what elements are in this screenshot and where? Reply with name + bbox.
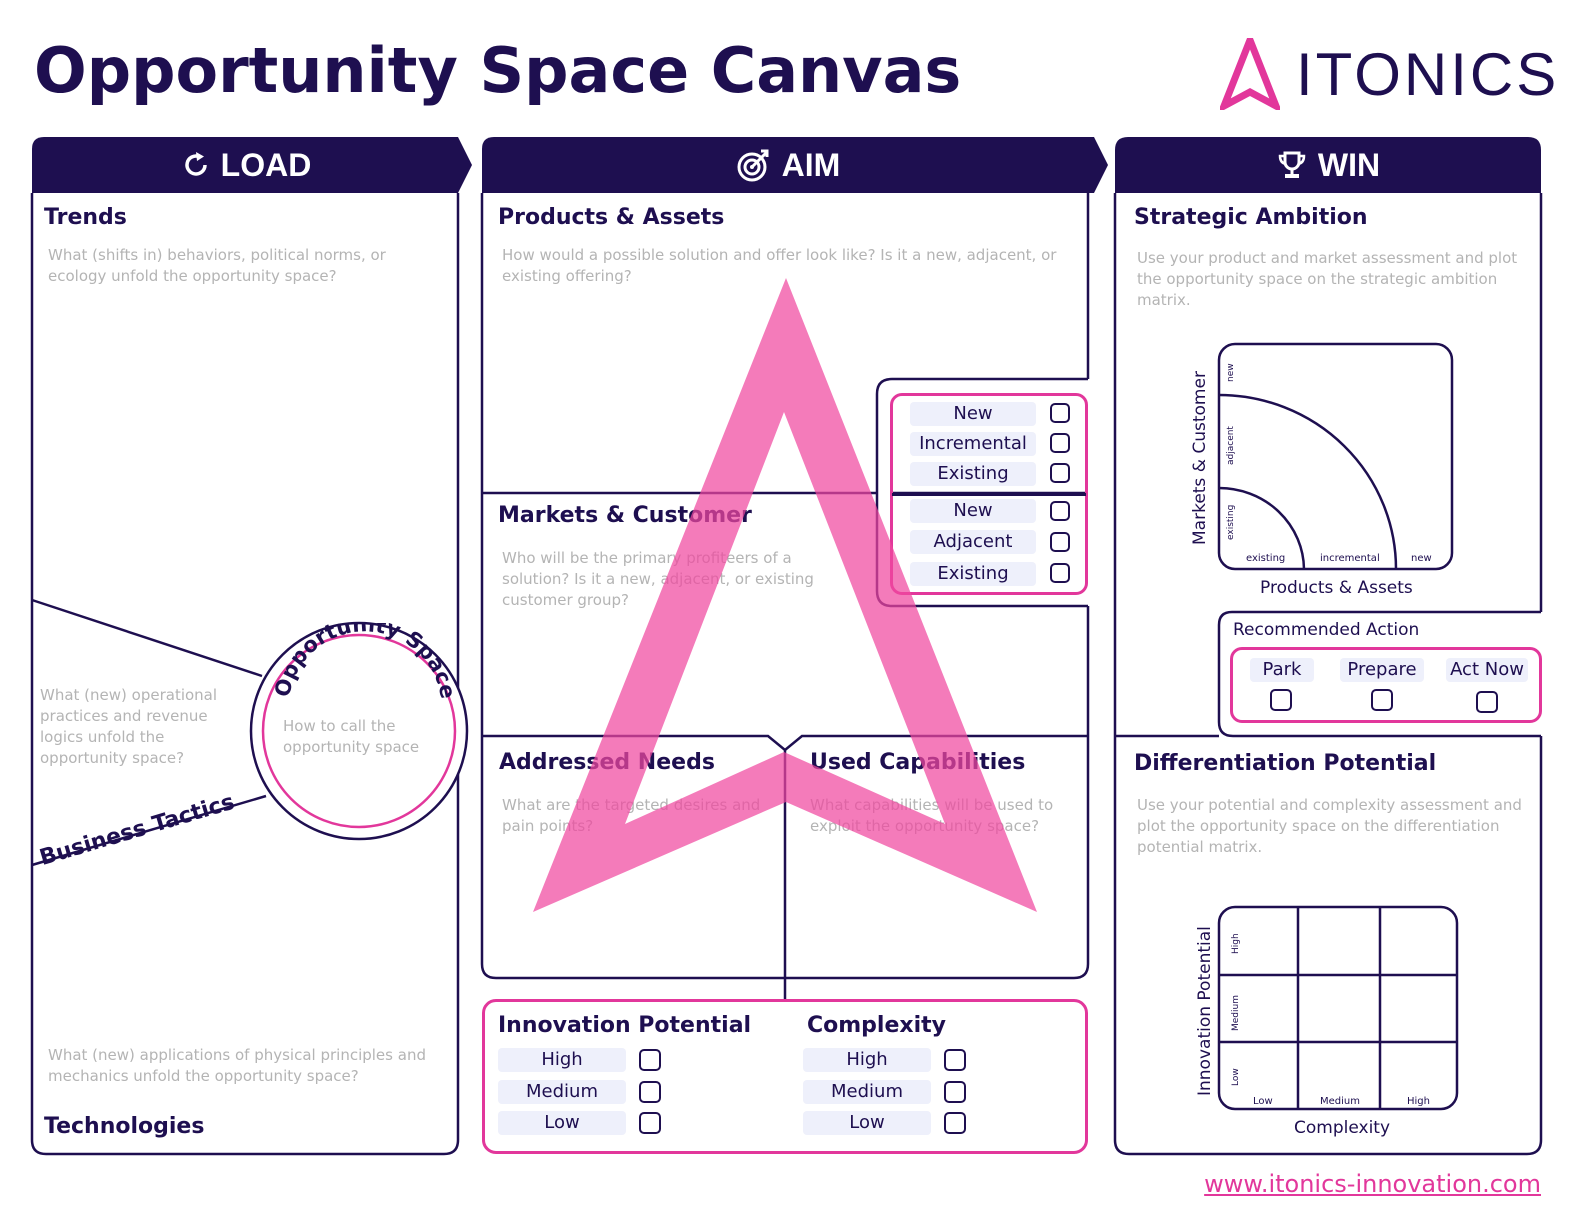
markets-adjacent-checkbox[interactable] [1050, 532, 1070, 552]
business-tactics-hint[interactable]: What (new) operational practices and rev… [40, 686, 218, 767]
trends-title: Trends [44, 205, 127, 230]
opportunity-space-title: Opportunity Space [270, 623, 460, 701]
innovation-medium-checkbox[interactable] [639, 1081, 661, 1103]
action-park-checkbox[interactable] [1270, 689, 1292, 711]
diff-y-tick-high: High [1231, 933, 1241, 954]
diff-x-tick-low: Low [1253, 1096, 1273, 1107]
markets-existing-checkbox[interactable] [1050, 563, 1070, 583]
itonics-logo: ITONICS [1217, 30, 1556, 114]
used-capabilities-hint[interactable]: What capabilities will be used to exploi… [810, 796, 1054, 835]
complexity-title: Complexity [807, 1013, 946, 1038]
innovation-potential-title: Innovation Potential [498, 1013, 752, 1038]
products-existing-checkbox[interactable] [1050, 463, 1070, 483]
markets-option-existing: Existing [910, 562, 1036, 586]
innovation-option-low: Low [498, 1111, 626, 1135]
strategic-y-tick-adjacent: adjacent [1226, 426, 1236, 465]
recommended-action-title: Recommended Action [1233, 620, 1420, 640]
action-option-prepare: Prepare [1340, 658, 1424, 682]
complexity-option-medium: Medium [803, 1080, 931, 1104]
technologies-title: Technologies [44, 1114, 205, 1139]
strategic-y-axis-label: Markets & Customer [1190, 371, 1210, 545]
products-new-checkbox[interactable] [1050, 403, 1070, 423]
products-assets-title: Products & Assets [498, 205, 725, 230]
win-header: WIN [1115, 140, 1541, 190]
complexity-low-checkbox[interactable] [944, 1112, 966, 1134]
refresh-icon [184, 152, 207, 176]
complexity-option-high: High [803, 1048, 931, 1072]
diff-x-tick-high: High [1407, 1096, 1430, 1107]
innovation-high-checkbox[interactable] [639, 1049, 661, 1071]
strategic-x-tick-new: new [1411, 553, 1432, 564]
differentiation-title: Differentiation Potential [1134, 751, 1437, 776]
products-assets-hint[interactable]: How would a possible solution and offer … [502, 246, 1057, 285]
opportunity-space-title-arc: Opportunity Space [270, 623, 460, 701]
markets-option-new: New [910, 499, 1036, 523]
used-capabilities-title: Used Capabilities [810, 750, 1026, 775]
svg-text:Opportunity Space: Opportunity Space [270, 623, 460, 701]
products-option-incremental: Incremental [910, 432, 1036, 456]
innovation-option-high: High [498, 1048, 626, 1072]
action-option-act-now: Act Now [1446, 658, 1528, 682]
strategic-y-tick-existing: existing [1226, 504, 1236, 540]
page-title: Opportunity Space Canvas [34, 34, 962, 107]
differentiation-hint[interactable]: Use your potential and complexity assess… [1137, 796, 1522, 856]
diff-x-tick-medium: Medium [1320, 1096, 1360, 1107]
load-header-bg [32, 137, 472, 193]
logo-arrow-icon [1217, 30, 1283, 114]
aim-header: AIM [482, 140, 1094, 190]
markets-customer-title: Markets & Customer [498, 503, 752, 528]
trends-hint[interactable]: What (shifts in) behaviors, political no… [48, 246, 386, 285]
products-option-existing: Existing [910, 462, 1036, 486]
addressed-needs-hint[interactable]: What are the targeted desires and pain p… [502, 796, 761, 835]
recommended-action-box [1230, 647, 1542, 723]
trophy-icon [1278, 151, 1306, 178]
opportunity-space-hint[interactable]: How to call the opportunity space [283, 717, 420, 756]
innovation-low-checkbox[interactable] [639, 1112, 661, 1134]
markets-option-adjacent: Adjacent [910, 530, 1036, 554]
footer-website-link[interactable]: www.itonics-innovation.com [1204, 1170, 1541, 1198]
load-header: LOAD [32, 140, 460, 190]
technologies-hint[interactable]: What (new) applications of physical prin… [48, 1046, 426, 1085]
markets-new-checkbox[interactable] [1050, 501, 1070, 521]
products-incremental-checkbox[interactable] [1050, 433, 1070, 453]
strategic-ambition-title: Strategic Ambition [1134, 205, 1368, 230]
markets-customer-hint[interactable]: Who will be the primary profiteers of a … [502, 549, 814, 609]
target-icon [737, 149, 769, 182]
complexity-option-low: Low [803, 1111, 931, 1135]
action-option-park: Park [1250, 658, 1314, 682]
differentiation-x-axis-label: Complexity [1294, 1118, 1391, 1138]
diff-y-tick-medium: Medium [1231, 995, 1241, 1031]
strategic-x-tick-existing: existing [1246, 553, 1286, 564]
diff-y-tick-low: Low [1231, 1068, 1241, 1086]
action-prepare-checkbox[interactable] [1371, 689, 1393, 711]
options-divider [892, 493, 1086, 496]
complexity-high-checkbox[interactable] [944, 1049, 966, 1071]
strategic-y-tick-new: new [1226, 363, 1236, 382]
innovation-option-medium: Medium [498, 1080, 626, 1104]
addressed-needs-title: Addressed Needs [499, 750, 715, 775]
strategic-ambition-hint[interactable]: Use your product and market assessment a… [1137, 249, 1518, 309]
aim-header-bg [482, 137, 1108, 193]
strategic-x-axis-label: Products & Assets [1260, 578, 1413, 598]
potential-complexity-box [482, 999, 1088, 1154]
action-act-now-checkbox[interactable] [1476, 691, 1498, 713]
win-header-bg [1115, 137, 1541, 193]
differentiation-y-axis-label: Innovation Potential [1195, 926, 1215, 1096]
complexity-medium-checkbox[interactable] [944, 1081, 966, 1103]
products-option-new: New [910, 402, 1036, 426]
logo-wordmark: ITONICS [1296, 41, 1560, 108]
strategic-x-tick-incremental: incremental [1320, 553, 1380, 564]
